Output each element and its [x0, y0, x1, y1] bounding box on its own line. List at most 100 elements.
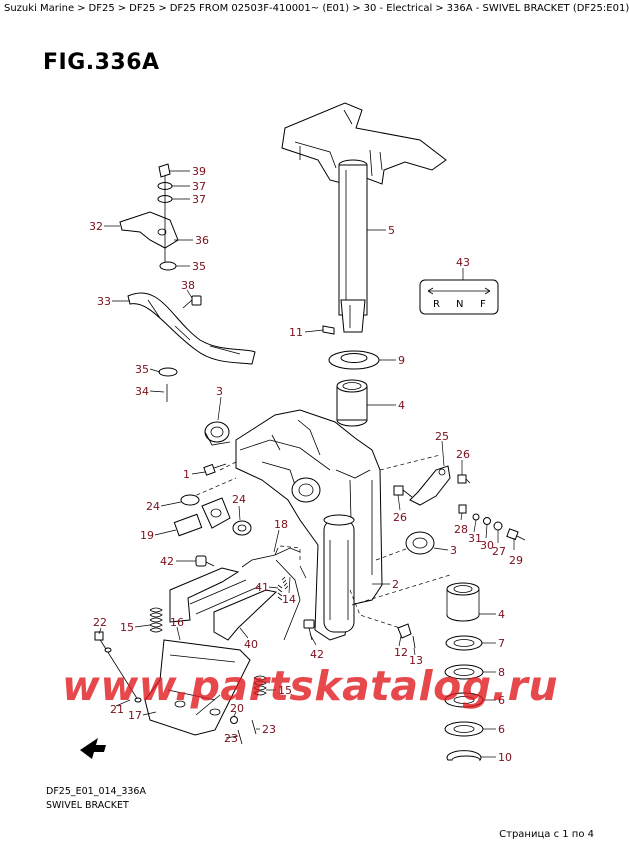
callout-15[interactable]: 15	[120, 621, 134, 634]
callout-23[interactable]: 23	[262, 723, 276, 736]
throttle-arc-33-part[interactable]	[127, 292, 256, 365]
lever-32-part[interactable]	[119, 211, 179, 249]
washer-27-part[interactable]	[493, 521, 503, 531]
callout-26[interactable]: 26	[456, 448, 470, 461]
callout-33[interactable]: 33	[97, 295, 111, 308]
screw-13-part[interactable]	[412, 635, 416, 649]
callout-23[interactable]: 23	[224, 732, 238, 745]
callout-42[interactable]: 42	[310, 648, 324, 661]
plate-19-part[interactable]	[173, 513, 203, 537]
callout-42[interactable]: 42	[160, 555, 174, 568]
callout-6[interactable]: 6	[498, 723, 505, 736]
washer-7-part[interactable]	[445, 635, 483, 651]
clip-24-part[interactable]	[180, 494, 252, 536]
tilt-holder-part[interactable]	[144, 639, 251, 736]
breadcrumb-item-electrical[interactable]: 30 - Electrical	[363, 3, 433, 14]
bolt-26a-part[interactable]	[457, 474, 471, 484]
swivel-bracket-housing-part[interactable]	[235, 409, 383, 641]
callout-11[interactable]: 11	[289, 326, 303, 339]
callout-3[interactable]: 3	[450, 544, 457, 557]
callout-20[interactable]: 20	[230, 702, 244, 715]
arm-25-part[interactable]	[409, 465, 451, 506]
callout-16[interactable]: 16	[170, 616, 184, 629]
callout-14[interactable]: 14	[282, 593, 296, 606]
callout-21[interactable]: 21	[110, 703, 124, 716]
bushing-lower-part[interactable]	[446, 582, 480, 622]
callout-19[interactable]: 19	[140, 529, 154, 542]
callout-35[interactable]: 35	[135, 363, 149, 376]
washer-30-part[interactable]	[483, 517, 491, 525]
bushing-upper-part[interactable]	[336, 379, 368, 427]
washer-6b-part[interactable]	[444, 721, 484, 737]
bolt-42-part[interactable]	[195, 555, 215, 567]
bolt-22-part[interactable]	[94, 631, 142, 703]
callout-17[interactable]: 17	[128, 709, 142, 722]
callout-2[interactable]: 2	[392, 578, 399, 591]
callout-9[interactable]: 9	[398, 354, 405, 367]
breadcrumb-item-suzuki-marine[interactable]: Suzuki Marine	[4, 3, 75, 14]
callout-18[interactable]: 18	[274, 518, 288, 531]
callout-28[interactable]: 28	[454, 523, 468, 536]
bolt-42-lower-part[interactable]	[303, 619, 315, 641]
bolt-38-part[interactable]	[182, 295, 202, 309]
callout-10[interactable]: 10	[498, 751, 512, 764]
callout-34[interactable]: 34	[135, 385, 149, 398]
breadcrumb-item-serial-range[interactable]: DF25 FROM 02503F-410001~ (E01)	[169, 3, 350, 14]
thrust-washer-part[interactable]	[328, 350, 380, 370]
callout-36[interactable]: 36	[195, 234, 209, 247]
washer-35a-part[interactable]	[159, 261, 177, 271]
callout-24[interactable]: 24	[232, 493, 246, 506]
callout-31[interactable]: 31	[468, 532, 482, 545]
callout-38[interactable]: 38	[181, 279, 195, 292]
callout-40[interactable]: 40	[244, 638, 258, 651]
callout-1[interactable]: 1	[183, 468, 190, 481]
callout-41[interactable]: 41	[255, 581, 269, 594]
callout-35[interactable]: 35	[192, 260, 206, 273]
bolt-1-part[interactable]	[203, 463, 227, 476]
circlip-10-part[interactable]	[446, 750, 482, 762]
tilt-lock-lever-part[interactable]	[169, 567, 278, 641]
washer-35b-part[interactable]	[158, 367, 178, 377]
callout-30[interactable]: 30	[480, 539, 494, 552]
nut-39-part[interactable]	[158, 163, 171, 178]
grommet-3-right-part[interactable]	[405, 531, 435, 555]
callout-8[interactable]: 8	[498, 666, 505, 679]
callout-37[interactable]: 37	[192, 193, 206, 206]
shift-label-part[interactable]: R N F	[419, 279, 499, 315]
callout-6[interactable]: 6	[498, 694, 505, 707]
callout-32[interactable]: 32	[89, 220, 103, 233]
callout-4[interactable]: 4	[398, 399, 405, 412]
callout-27[interactable]: 27	[492, 545, 506, 558]
pin-20-part[interactable]	[230, 716, 238, 724]
swivel-shaft-part[interactable]	[281, 102, 447, 333]
callout-26[interactable]: 26	[393, 511, 407, 524]
callout-7[interactable]: 7	[498, 637, 505, 650]
callout-4[interactable]: 4	[498, 608, 505, 621]
callout-43[interactable]: 43	[456, 256, 470, 269]
clip-23-part[interactable]	[237, 719, 257, 745]
cap-12-part[interactable]	[397, 623, 412, 639]
callout-3[interactable]: 3	[216, 385, 223, 398]
collar-28-part[interactable]	[458, 504, 467, 514]
breadcrumb-item-df25-model[interactable]: DF25	[129, 3, 156, 14]
spring-15-lower-part[interactable]	[253, 675, 267, 696]
callout-12[interactable]: 12	[394, 646, 408, 659]
spring-15-upper-part[interactable]	[149, 607, 163, 633]
bolt-26b-part[interactable]	[393, 485, 413, 498]
callout-25[interactable]: 25	[435, 430, 449, 443]
callout-22[interactable]: 22	[93, 616, 107, 629]
breadcrumb-item-df25[interactable]: DF25	[88, 3, 115, 14]
screw-29-part[interactable]	[506, 528, 526, 541]
callout-13[interactable]: 13	[409, 654, 423, 667]
callout-29[interactable]: 29	[509, 554, 523, 567]
key-part[interactable]	[322, 325, 335, 335]
shift-rod-18-part[interactable]	[241, 547, 301, 641]
callout-15[interactable]: 15	[278, 684, 292, 697]
callout-5[interactable]: 5	[388, 224, 395, 237]
grommet-left-part[interactable]	[204, 421, 231, 446]
callout-37[interactable]: 37	[192, 180, 206, 193]
spring-41-part[interactable]	[277, 584, 283, 601]
washer-31-part[interactable]	[472, 513, 480, 521]
callout-24[interactable]: 24	[146, 500, 160, 513]
callout-39[interactable]: 39	[192, 165, 206, 178]
